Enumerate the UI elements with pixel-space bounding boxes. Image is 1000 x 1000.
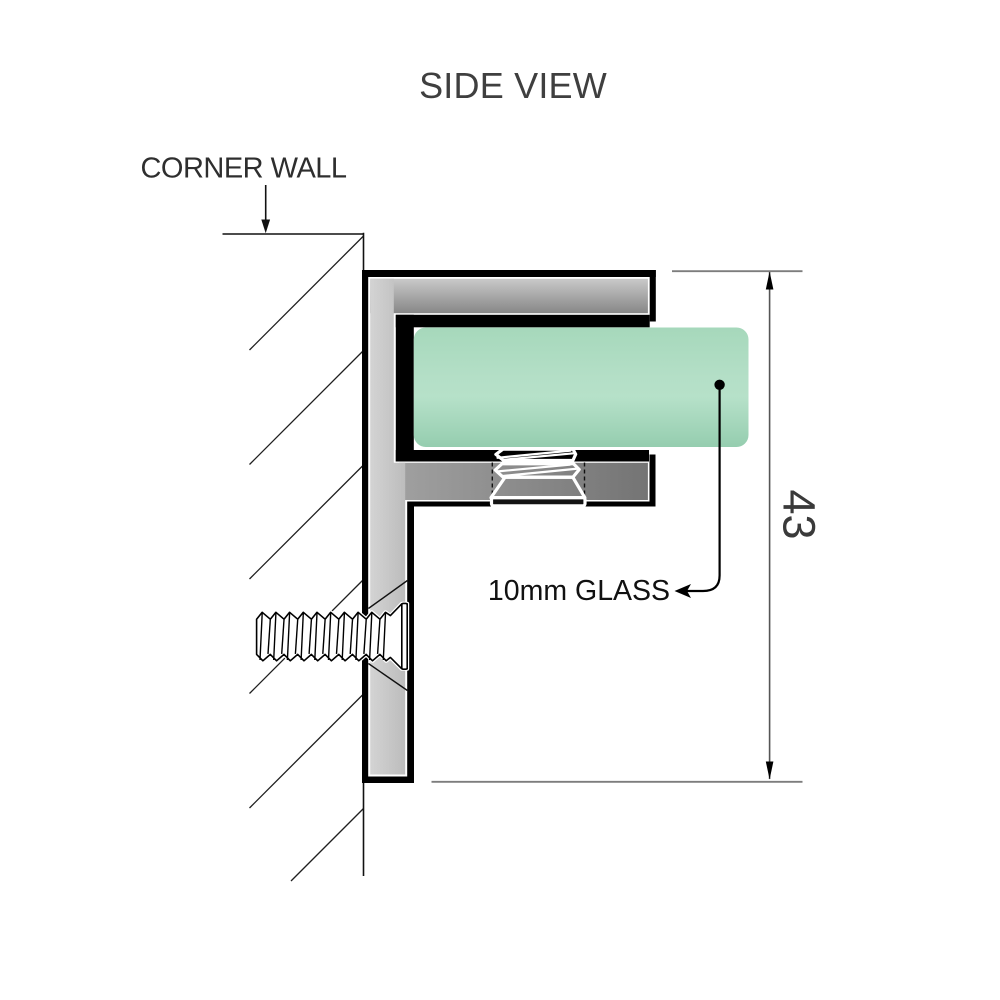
svg-text:CORNER WALL: CORNER WALL — [140, 152, 346, 184]
svg-text:43: 43 — [774, 489, 825, 539]
svg-text:SIDE VIEW: SIDE VIEW — [419, 65, 607, 106]
svg-text:10mm GLASS: 10mm GLASS — [488, 575, 670, 607]
